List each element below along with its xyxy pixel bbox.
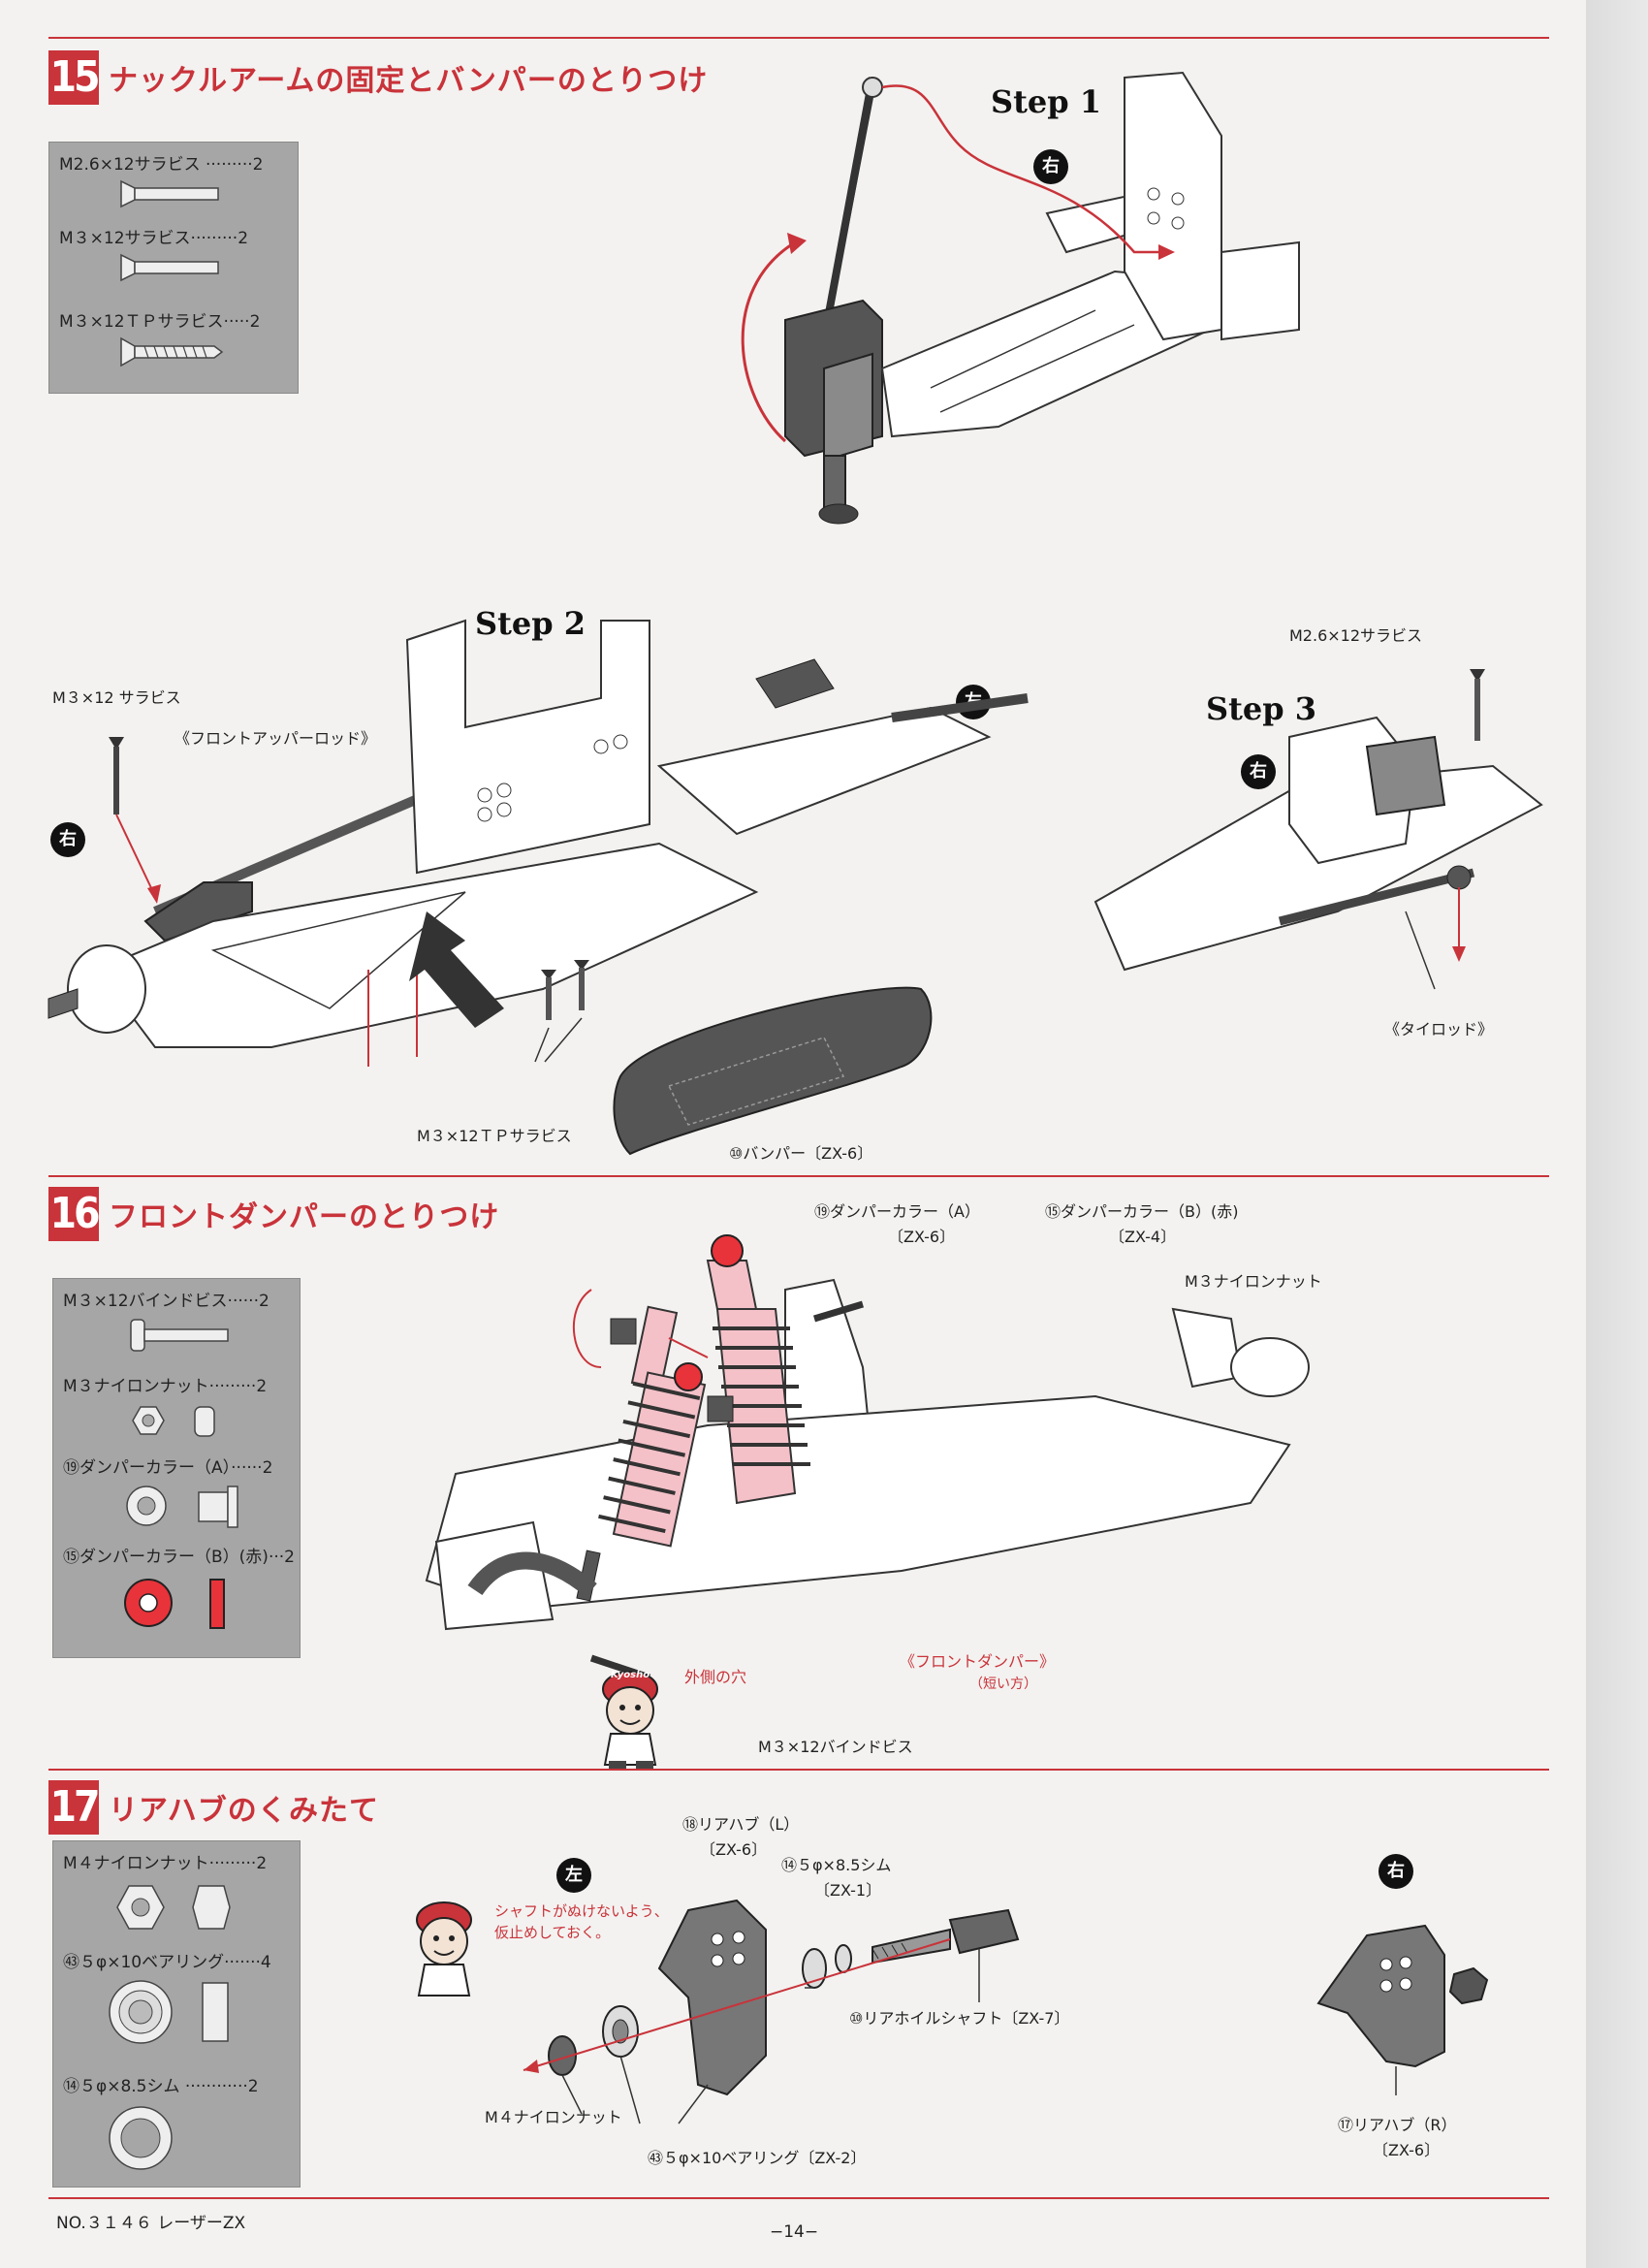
shim-icon [109,2106,173,2170]
m4-nylon-nut-icon [116,1885,231,1930]
m3-screw-label: M３×12 サラビス [52,688,181,707]
m26-screw-label: M2.6×12サラビス [1289,626,1423,645]
parts-list-item: M３×12バインドビス······2 [63,1292,269,1311]
wheel-shaft-label: ⑩リアホイルシャフト〔ZX-7〕 [849,2009,1070,2028]
rear-hub-assembly-illustration [523,1899,1020,2124]
side-badge-right: 右 [1241,754,1276,789]
tie-rod-label: 《タイロッド》 [1384,1020,1494,1038]
section-17-number: 17 [48,1780,101,1835]
section-16-parts-box: M３×12バインドビス······2 M３ナイロンナット·········2 ⑲… [52,1278,301,1658]
binding-screw-icon [130,1319,229,1352]
footer-model: NO.３１４６ レーザーZX [56,2214,246,2233]
front-damper-illustration [425,1234,1310,1681]
side-badge-right: 右 [1379,1854,1413,1889]
parts-list-item: M３×12ＴＰサラビス·····2 [59,312,261,332]
m4-nut-label: M４ナイロンナット [485,2108,622,2126]
note-line-1: シャフトがぬけないよう、 [494,1902,669,1920]
section-17-top-rule [48,1769,1549,1771]
note-line-2: 仮止めしておく。 [494,1924,611,1941]
side-badge-left: 左 [556,1858,591,1893]
collar-a-label: ⑲ダンパーカラー（A） [814,1202,980,1221]
parts-list-item: M2.6×12サラビス ·········2 [59,155,264,175]
collar-b-code: 〔ZX-4〕 [1109,1228,1177,1246]
damper-collar-b-icon [124,1579,225,1629]
flat-screw-icon [120,253,219,282]
page-number: −14− [770,2222,819,2242]
section-15-heading: 15 ナックルアームの固定とバンパーのとりつけ [48,50,708,105]
outer-hole-label: 外側の穴 [684,1668,747,1686]
section-16-title: フロントダンパーのとりつけ [109,1200,500,1234]
mascot-figure [416,1901,472,1996]
step-3-label: Step 3 [1206,690,1317,727]
section-15-parts-box: M2.6×12サラビス ·········2 M３×12サラビス········… [48,142,299,394]
front-damper-label: 《フロントダンパー》 [900,1652,1056,1671]
parts-list-item: M３×12サラビス·········2 [59,229,249,248]
bumper-illustration [613,986,933,1156]
rear-hub-r-code: 〔ZX-6〕 [1373,2141,1441,2159]
section-15-title: ナックルアームの固定とバンパーのとりつけ [109,64,709,98]
parts-list-item: ⑭５φ×8.5シム ············2 [63,2077,259,2096]
front-upper-rod-label: 《フロントアッパーロッド》 [174,729,377,748]
collar-a-code: 〔ZX-6〕 [888,1228,956,1246]
parts-list-item: ⑲ダンパーカラー（A）······2 [63,1458,273,1478]
section-15-number: 15 [48,50,101,105]
step-3-tie-rod-illustration [1093,669,1543,990]
side-badge-right: 右 [1033,149,1068,184]
bearing-label: ㊸５φ×10ベアリング〔ZX-2〕 [648,2149,867,2167]
section-16-heading: 16 フロントダンパーのとりつけ [48,1187,499,1241]
mascot-badge-text: Kyosho [611,1670,650,1680]
section-16-top-rule [48,1175,1549,1177]
section-17-parts-box: M４ナイロンナット·········2 ㊸５φ×10ベアリング·······4 … [52,1840,301,2188]
mascot-figure [602,1671,658,1769]
footer-rule [48,2197,1549,2199]
side-badge-right: 右 [50,822,85,857]
rear-hub-l-label: ⑱リアハブ（L） [682,1815,800,1834]
page-edge-shadow [1586,0,1648,2268]
damper-collar-a-icon [126,1485,238,1528]
tp-screw-pair [534,960,589,1063]
parts-list-item: M３ナイロンナット·········2 [63,1377,268,1396]
nylon-nut-icon [132,1406,215,1437]
step-1-label: Step 1 [991,83,1102,120]
shim-code: 〔ZX-1〕 [814,1881,882,1900]
section-16-number: 16 [48,1187,101,1241]
flat-screw-icon [120,179,219,208]
step-1-knuckle-illustration [741,71,1300,525]
collar-b-label: ⑮ダンパーカラー（B）(赤) [1045,1202,1239,1221]
bearing-icon [109,1980,229,2044]
section-17-title: リアハブのくみたて [109,1794,379,1828]
parts-list-item: ⑮ダンパーカラー（B）(赤)···2 [63,1548,295,1567]
parts-list-item: M４ナイロンナット·········2 [63,1854,268,1873]
parts-list-item: ㊸５φ×10ベアリング·······4 [63,1953,271,1972]
tp-screw-label: M３×12ＴＰサラビス [417,1127,572,1145]
step-2-arm-illustration [48,619,1029,1067]
front-damper-note: （短い方） [969,1677,1037,1692]
bind-screw-label: M３×12バインドビス [758,1738,913,1756]
rear-hub-r-label: ⑰リアハブ（R） [1338,2116,1457,2134]
section-17-heading: 17 リアハブのくみたて [48,1780,379,1835]
tapping-screw-icon [120,336,224,367]
shim-label: ⑭５φ×8.5シム [781,1856,892,1874]
step-2-label: Step 2 [475,605,586,642]
section-15-top-rule [48,37,1549,39]
nylon-nut-label: M３ナイロンナット [1185,1272,1322,1291]
rear-hub-r-illustration [1316,1924,1489,2095]
rear-hub-l-code: 〔ZX-6〕 [700,1840,768,1859]
bumper-label: ⑩バンパー〔ZX-6〕 [729,1144,873,1163]
